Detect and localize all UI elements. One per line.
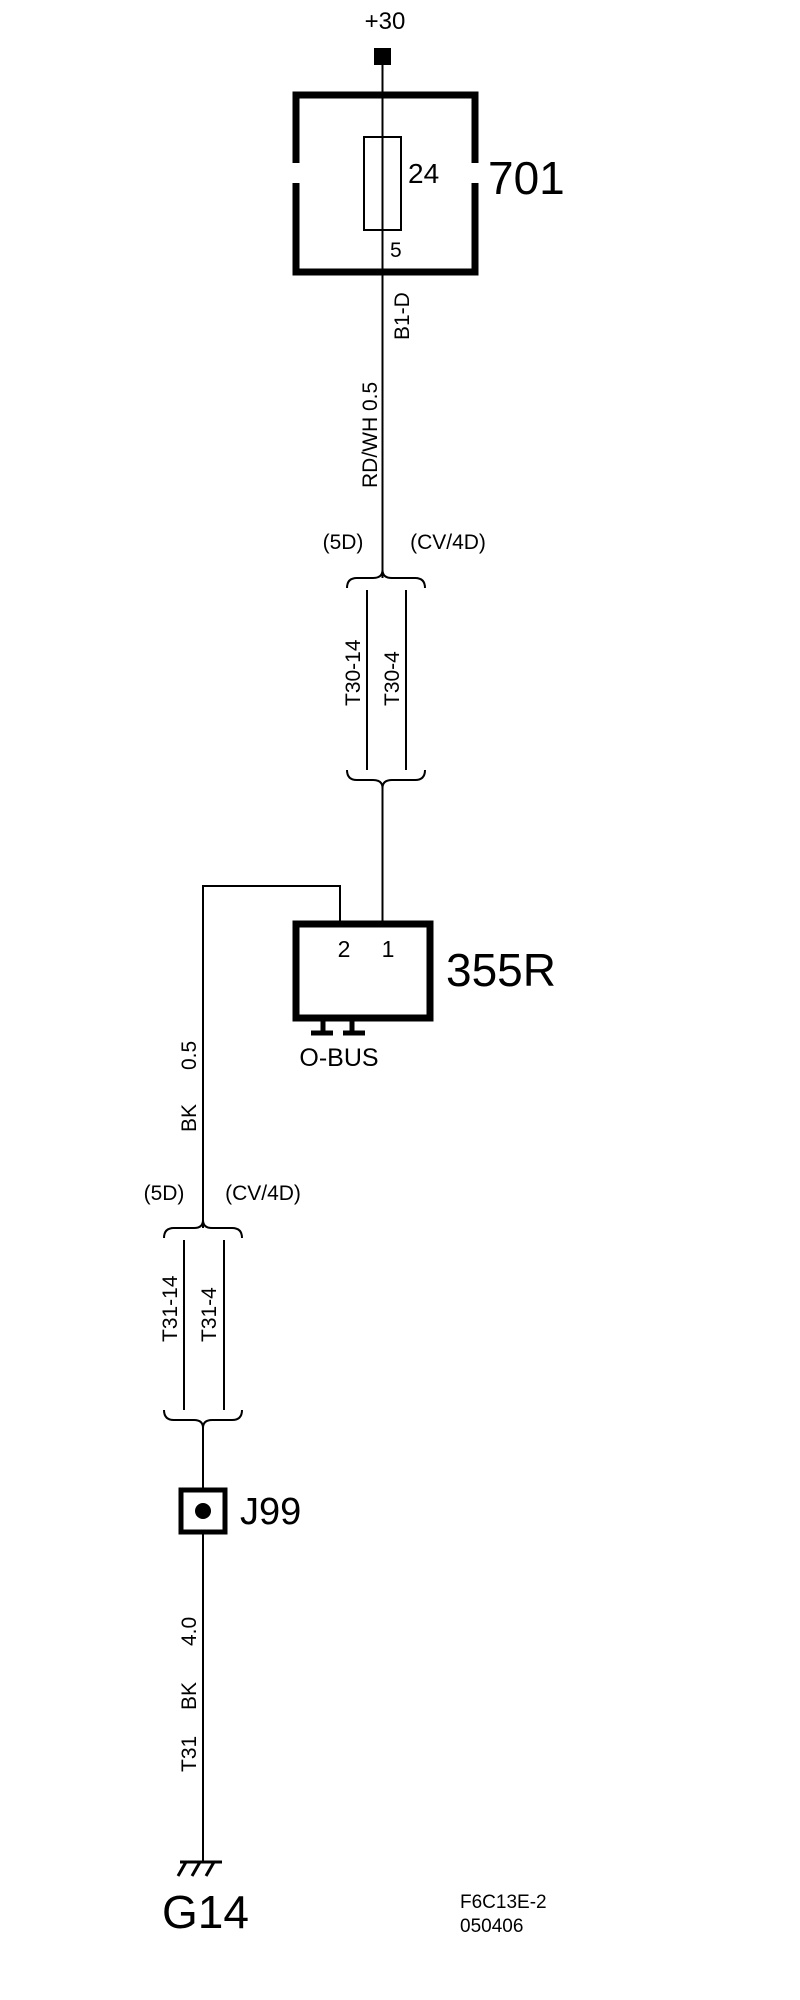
fuse-connector: B1-D: [391, 292, 414, 340]
wire-lower-circuit: T31: [178, 1736, 201, 1772]
wire-lower-color: BK: [178, 1682, 201, 1710]
junction-dot: [195, 1503, 211, 1519]
footer-code: F6C13E-2: [460, 1892, 547, 1913]
wire-middle-size: 0.5: [178, 1041, 201, 1070]
fuse-pin: 5: [390, 239, 402, 262]
connector-lower-variant-left: (5D): [144, 1182, 185, 1205]
bus-label: O-BUS: [299, 1044, 378, 1072]
fuse-box-701: [292, 91, 479, 276]
connector-lower-left-label: T31-14: [159, 1275, 182, 1342]
module-355r: [292, 920, 434, 1022]
fuse-number: 24: [408, 158, 439, 189]
fuse-box-id: 701: [488, 152, 565, 204]
connector-upper-left-label: T30-14: [342, 639, 365, 706]
module-pin-1: 1: [382, 936, 395, 962]
module-pin-2: 2: [338, 936, 351, 962]
ground-symbol: [176, 1860, 222, 1877]
wire-lower-size: 4.0: [178, 1617, 201, 1646]
connector-upper-variant-right: (CV/4D): [410, 531, 486, 554]
junction-id: J99: [240, 1491, 301, 1533]
supply-terminal: [374, 48, 391, 65]
module-ground-wire: [202, 885, 341, 1228]
connector-upper-variant-left: (5D): [323, 531, 364, 554]
connector-lower-variant-right: (CV/4D): [225, 1182, 301, 1205]
connector-lower-right-label: T31-4: [198, 1287, 221, 1342]
footer-date: 050406: [460, 1916, 523, 1937]
supply-label: +30: [365, 8, 406, 35]
ground-id: G14: [162, 1886, 249, 1938]
wire-upper-label: RD/WH 0.5: [359, 382, 382, 488]
bus-connector-symbol: [311, 1020, 365, 1036]
wire-middle-color: BK: [178, 1104, 201, 1132]
connector-upper-right-label: T30-4: [381, 651, 404, 706]
module-id: 355R: [446, 944, 556, 996]
